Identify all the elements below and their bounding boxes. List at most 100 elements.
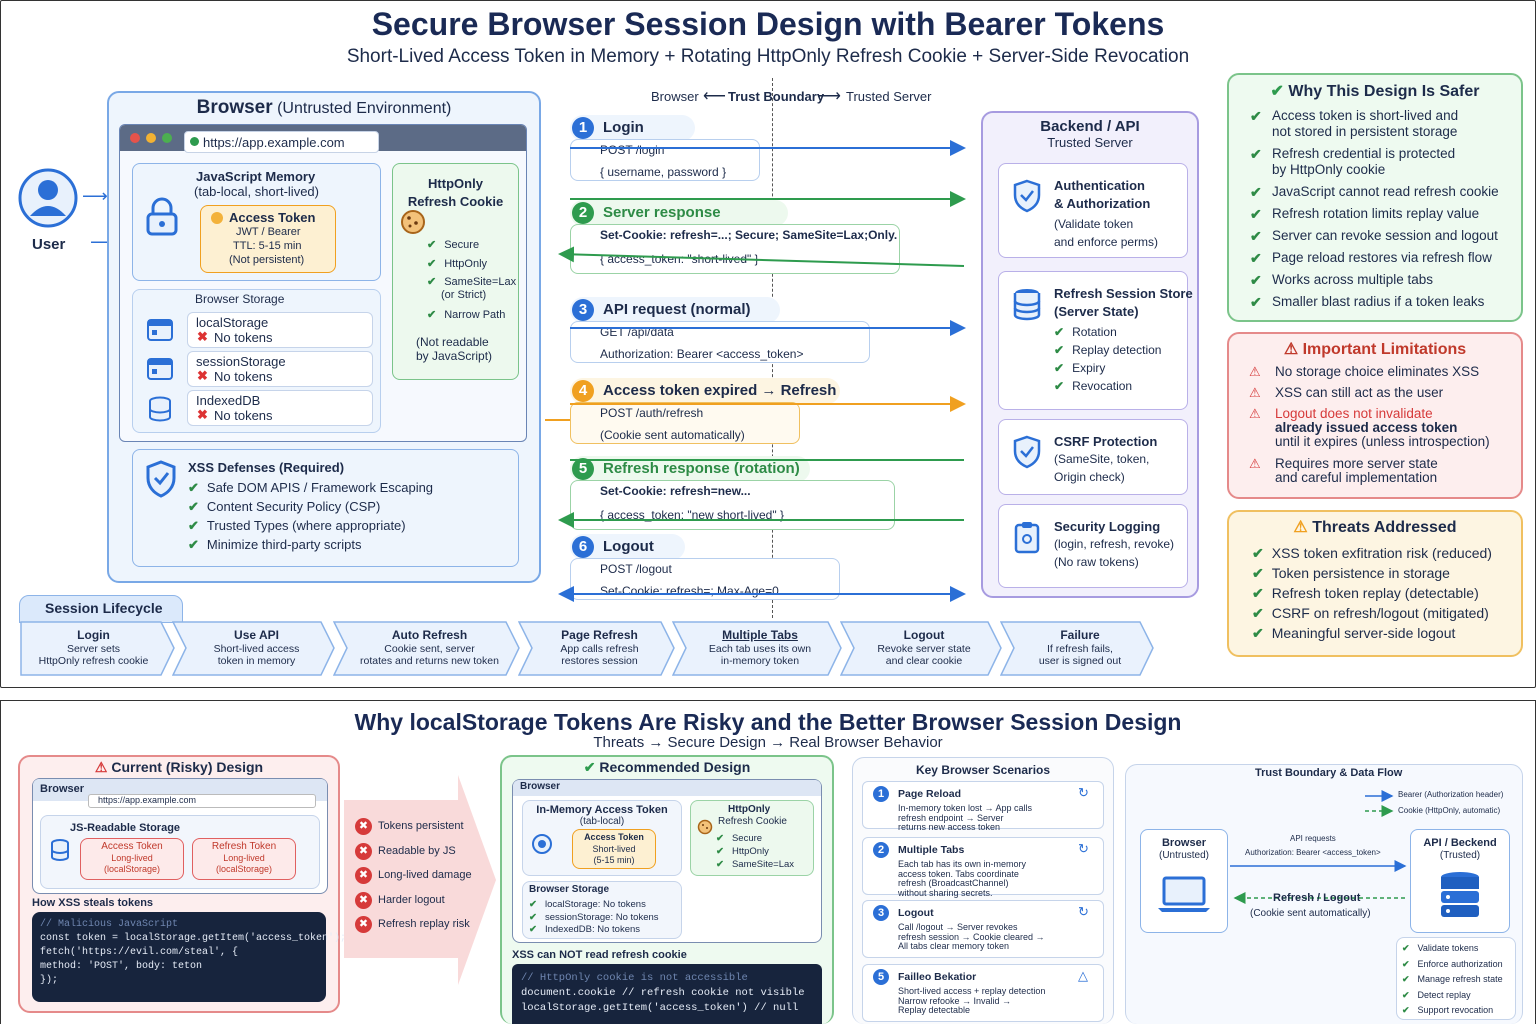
safer-item: Refresh rotation limits replay value bbox=[1272, 206, 1480, 221]
cookie-item: HttpOnly bbox=[427, 257, 487, 270]
storage-icon bbox=[146, 357, 174, 381]
server-check-item: Support revocation bbox=[1402, 1005, 1494, 1016]
rec-memory-title: In-Memory Access Token bbox=[536, 804, 668, 816]
step-title: Access token expired → Refresh bbox=[603, 382, 837, 399]
step-title: API request (normal) bbox=[603, 301, 751, 318]
safer-item: Page reload restores via refresh flow bbox=[1272, 250, 1492, 265]
warning-icon: ⚠ bbox=[1249, 385, 1261, 400]
browser-panel-title: Browser (Untrusted Environment) bbox=[196, 97, 452, 118]
cookie-item: Secure bbox=[427, 238, 479, 251]
backend-card-line: (login, refresh, revoke) bbox=[1054, 537, 1175, 551]
step-detail-l1: Set-Cookie: refresh=new... bbox=[600, 484, 751, 498]
trust-flow-title: Trust Boundary & Data Flow bbox=[1255, 767, 1403, 779]
xss-defense-item: Content Security Policy (CSP) bbox=[188, 499, 380, 515]
cookie-item: SameSite=Lax bbox=[427, 275, 516, 288]
lifecycle-step bbox=[839, 621, 1002, 676]
warning-icon: ⚠ bbox=[1249, 364, 1261, 379]
rec-code-block bbox=[512, 964, 822, 1024]
backend-title: Backend / API bbox=[1040, 118, 1140, 135]
lifecycle-step-a: App calls refresh bbox=[560, 643, 639, 655]
step-number: 1 bbox=[572, 117, 594, 139]
x-circle-icon: ✖ bbox=[355, 842, 372, 860]
x-icon: ✖ bbox=[197, 407, 208, 422]
scenario-detail: refresh (BroadcastChannel) bbox=[898, 878, 1009, 888]
step-number: 3 bbox=[572, 299, 594, 321]
backend-card-title: Refresh Session Store bbox=[1054, 286, 1193, 301]
access-token-l3: (Not persistent) bbox=[229, 254, 305, 266]
token-coin-icon bbox=[211, 212, 223, 224]
risky-refresh-token-l2: (localStorage) bbox=[215, 864, 273, 874]
access-token-l2: TTL: 5-15 min bbox=[233, 240, 302, 252]
browser-storage-title: Browser Storage bbox=[195, 292, 285, 306]
rec-access-token bbox=[572, 829, 656, 869]
window-min-dot[interactable] bbox=[146, 133, 156, 143]
x-icon: ✖ bbox=[197, 329, 208, 344]
check-icon: ✔ bbox=[1250, 272, 1262, 288]
refresh-icon: ↻ bbox=[1078, 785, 1089, 800]
step-title-pill bbox=[570, 297, 780, 323]
backend-card-line: (Validate token bbox=[1054, 217, 1134, 231]
safer-item: by HttpOnly cookie bbox=[1272, 162, 1386, 177]
safer-item: Refresh credential is protected bbox=[1272, 146, 1456, 161]
lifecycle-step-title: Use API bbox=[234, 628, 279, 642]
step-number: 6 bbox=[572, 536, 594, 558]
risk-item: Harder logout bbox=[378, 893, 445, 906]
lock-secure-icon bbox=[190, 137, 199, 146]
scenario-card bbox=[862, 837, 1104, 895]
legend-bearer: Bearer (Authorization header) bbox=[1398, 790, 1504, 799]
risky-browser-label: Browser bbox=[40, 783, 85, 795]
bottom-title: Why localStorage Tokens Are Risky and th… bbox=[354, 709, 1182, 735]
risky-address-bar[interactable] bbox=[88, 794, 316, 808]
risky-url: https://app.example.com bbox=[98, 795, 197, 805]
rec-browser-label: Browser bbox=[520, 781, 561, 792]
scenario-title: Failleo Bekatior bbox=[898, 971, 977, 983]
scenario-detail: All tabs clear memory token bbox=[898, 941, 1010, 951]
backend-card-title2: (Server State) bbox=[1054, 304, 1139, 319]
step-detail-l1: Set-Cookie: refresh=...; Secure; SameSit… bbox=[600, 228, 898, 242]
access-token-title: Access Token bbox=[229, 210, 316, 225]
scenario-detail: Narrow refooke → Invalid → bbox=[898, 995, 1012, 1006]
lifecycle-step-title: Page Refresh bbox=[561, 628, 638, 642]
window-close-dot[interactable] bbox=[130, 133, 140, 143]
scenario-number: 5 bbox=[873, 969, 889, 985]
step-detail-l2: { username, password } bbox=[600, 165, 727, 179]
check-circle-icon: ✔ bbox=[583, 759, 596, 775]
window-max-dot[interactable] bbox=[162, 133, 172, 143]
limitation-item: No storage choice eliminates XSS bbox=[1275, 364, 1480, 379]
page-title: Secure Browser Session Design with Beare… bbox=[371, 6, 1165, 42]
backend-card-line: Revocation bbox=[1054, 379, 1132, 393]
lifecycle-step-b: rotates and returns new token bbox=[360, 655, 499, 667]
step-title-pill bbox=[570, 378, 840, 404]
backend-sub: Trusted Server bbox=[1047, 135, 1133, 150]
backend-card-line: and enforce perms) bbox=[1054, 235, 1159, 249]
scenario-detail: Replay detectable bbox=[898, 1005, 971, 1015]
step-detail-l2: (Cookie sent automatically) bbox=[600, 428, 745, 442]
rec-token-l2: (5-15 min) bbox=[593, 855, 635, 865]
access-token-l1: JWT / Bearer bbox=[236, 226, 301, 238]
rec-code-line: document.cookie // refresh cookie not vi… bbox=[521, 987, 805, 999]
safer-panel bbox=[1227, 73, 1523, 322]
lifecycle-step-title: Logout bbox=[903, 628, 945, 642]
threat-item: CSRF on refresh/logout (mitigated) bbox=[1252, 605, 1489, 622]
lifecycle-step bbox=[332, 621, 520, 676]
cookie-item: Narrow Path bbox=[427, 308, 505, 321]
step-detail-box bbox=[570, 139, 760, 181]
risk-item: Readable by JS bbox=[378, 844, 456, 857]
page-subtitle: Short-Lived Access Token in Memory + Rot… bbox=[346, 46, 1190, 67]
api-requests-label: API requests bbox=[1290, 834, 1336, 843]
rec-cookie-item: Secure bbox=[716, 833, 762, 844]
limitation-item: Logout does not invalidate bbox=[1275, 406, 1433, 421]
xss-steals-title: How XSS steals tokens bbox=[32, 897, 154, 909]
storage-item-box bbox=[187, 390, 373, 426]
rec-cookie-item: HttpOnly bbox=[716, 846, 769, 857]
lifecycle-step-b: and clear cookie bbox=[885, 655, 963, 667]
risky-refresh-token bbox=[192, 838, 296, 880]
scenario-card bbox=[862, 781, 1104, 829]
limitations-title: ⚠ Important Limitations bbox=[1283, 341, 1467, 358]
address-bar[interactable] bbox=[184, 131, 379, 153]
check-icon: ✔ bbox=[1250, 146, 1262, 162]
rec-storage-title: Browser Storage bbox=[529, 884, 610, 895]
api-requests-header: Authorization: Bearer <access_token> bbox=[1245, 848, 1381, 857]
storage-item-name: sessionStorage bbox=[196, 354, 286, 369]
